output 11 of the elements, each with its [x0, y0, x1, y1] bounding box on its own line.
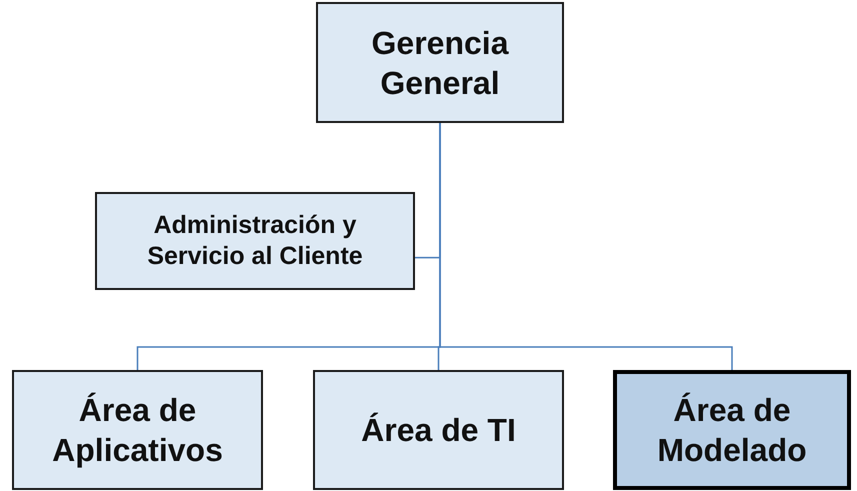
box-label: Área de Aplicativos — [51, 391, 224, 470]
org-box — [613, 370, 851, 490]
box-label: Gerencia General — [370, 24, 510, 102]
box-label: Área de TI — [361, 411, 516, 450]
box-label: Área de Modelado — [656, 391, 808, 470]
org-box — [12, 370, 263, 490]
connector-line — [439, 123, 733, 370]
box-label: Administración y Servicio al Cliente — [146, 210, 364, 272]
org-box — [95, 192, 415, 290]
org-box — [313, 370, 564, 490]
org-box — [316, 2, 564, 123]
